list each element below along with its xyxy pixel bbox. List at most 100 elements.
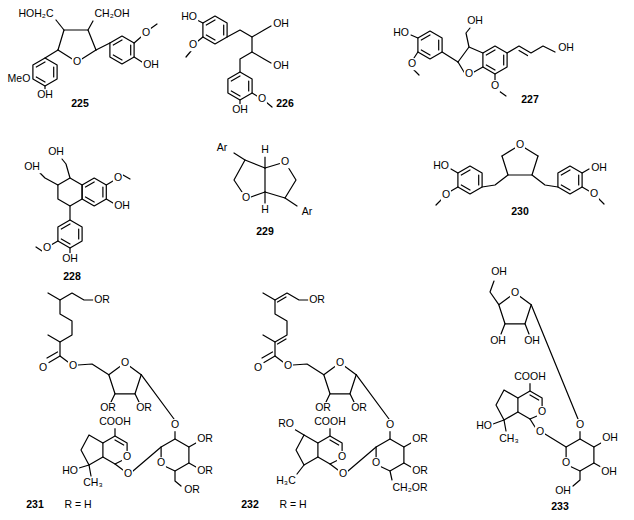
atom-label: O bbox=[338, 468, 348, 480]
compound-number: 230 bbox=[510, 206, 530, 218]
bond-line bbox=[496, 390, 518, 420]
bond-line bbox=[519, 51, 528, 56]
atom-label: OH bbox=[523, 335, 541, 347]
atom-label: OH bbox=[23, 161, 41, 173]
bond-line bbox=[285, 198, 297, 206]
atom-label: COOH bbox=[513, 371, 547, 383]
atom-label: OH bbox=[272, 18, 290, 30]
bond-line bbox=[466, 28, 470, 47]
bond-line bbox=[502, 156, 538, 175]
atom-label: O bbox=[385, 419, 395, 431]
atom-label: OH bbox=[47, 146, 65, 158]
bond-line bbox=[525, 148, 538, 156]
bond-line bbox=[525, 324, 529, 334]
atom-label: HO bbox=[432, 160, 450, 172]
bond-line bbox=[411, 35, 418, 38]
bond-line bbox=[482, 175, 508, 187]
atom-label: OR bbox=[308, 294, 326, 306]
structure-228 bbox=[36, 159, 130, 253]
atom-label: O bbox=[464, 68, 474, 80]
atom-label: CH₃ bbox=[82, 477, 103, 489]
atom-label: O bbox=[283, 360, 293, 372]
bond-line bbox=[418, 31, 442, 59]
atom-label: O bbox=[371, 457, 381, 469]
bond-line bbox=[123, 175, 130, 179]
atom-label: O bbox=[407, 58, 417, 70]
atom-label: O bbox=[241, 192, 251, 204]
structure-227 bbox=[411, 28, 555, 96]
atom-label: COOH bbox=[313, 416, 347, 428]
bond-line bbox=[493, 420, 504, 424]
atom-label: OH bbox=[61, 253, 79, 265]
compound-number: 225 bbox=[70, 98, 90, 110]
atom-label: HO bbox=[180, 11, 198, 23]
atom-label: OR bbox=[314, 402, 332, 414]
atom-label: OH bbox=[490, 266, 508, 278]
bond-line bbox=[106, 199, 113, 203]
structure-229 bbox=[234, 153, 297, 206]
bond-line bbox=[198, 37, 203, 41]
bond-line bbox=[58, 30, 96, 50]
atom-label: O bbox=[38, 362, 48, 374]
bond-line bbox=[264, 157, 265, 168]
atom-label: O bbox=[72, 56, 82, 68]
atom-label: OH bbox=[272, 60, 290, 72]
atom-label: COOH bbox=[98, 416, 132, 428]
structure-233 bbox=[490, 281, 601, 486]
atom-label: OR bbox=[411, 465, 429, 477]
bond-line bbox=[197, 20, 203, 23]
atom-label: H bbox=[260, 144, 270, 156]
bond-line bbox=[265, 164, 280, 169]
atom-label: MeO bbox=[7, 73, 32, 85]
atom-label: H₃C bbox=[275, 475, 296, 487]
atom-label: Ar bbox=[216, 142, 229, 154]
bond-line bbox=[264, 168, 265, 192]
atom-label: O bbox=[253, 362, 263, 374]
atom-label: O bbox=[188, 39, 198, 51]
atom-label: OR bbox=[196, 433, 214, 445]
bond-line bbox=[499, 297, 531, 324]
compound-number: 232 bbox=[240, 499, 260, 511]
bond-line bbox=[69, 206, 70, 220]
structure-226 bbox=[186, 16, 272, 107]
bond-line bbox=[234, 160, 265, 192]
bond-line bbox=[186, 51, 191, 57]
bond-line bbox=[474, 67, 483, 72]
atom-label: H bbox=[260, 204, 270, 216]
bond-line bbox=[264, 192, 265, 203]
bond-line bbox=[278, 339, 287, 344]
bond-line bbox=[56, 20, 64, 30]
atom-label: HOH₂C bbox=[18, 8, 55, 20]
bond-line bbox=[228, 72, 252, 100]
bond-line bbox=[251, 192, 265, 197]
atom-label: O bbox=[141, 27, 151, 39]
atom-label: R = H bbox=[278, 499, 307, 511]
bond-line bbox=[502, 148, 515, 156]
bond-line bbox=[413, 69, 419, 75]
bond-line bbox=[451, 169, 458, 173]
bond-line bbox=[45, 50, 58, 58]
atom-label: OR bbox=[99, 402, 117, 414]
atom-label: OH bbox=[590, 162, 608, 174]
bond-line bbox=[252, 26, 271, 37]
structure-232 bbox=[262, 293, 411, 480]
bond-line bbox=[573, 471, 580, 486]
bond-line bbox=[79, 465, 89, 468]
bond-line bbox=[545, 434, 566, 447]
bond-line bbox=[558, 166, 582, 194]
atom-label: O bbox=[156, 457, 166, 469]
atom-label: RO bbox=[277, 418, 295, 430]
compound-number: 228 bbox=[62, 271, 82, 283]
atom-label: OR bbox=[350, 402, 368, 414]
bond-line bbox=[81, 50, 96, 60]
atom-label: O bbox=[42, 242, 52, 254]
atom-label: OR bbox=[135, 402, 153, 414]
bond-line bbox=[531, 305, 578, 419]
bond-line bbox=[33, 58, 57, 86]
bond-line bbox=[88, 21, 93, 30]
atom-label: O bbox=[337, 451, 347, 463]
atom-label: O bbox=[510, 287, 520, 299]
bond-line bbox=[40, 173, 58, 185]
